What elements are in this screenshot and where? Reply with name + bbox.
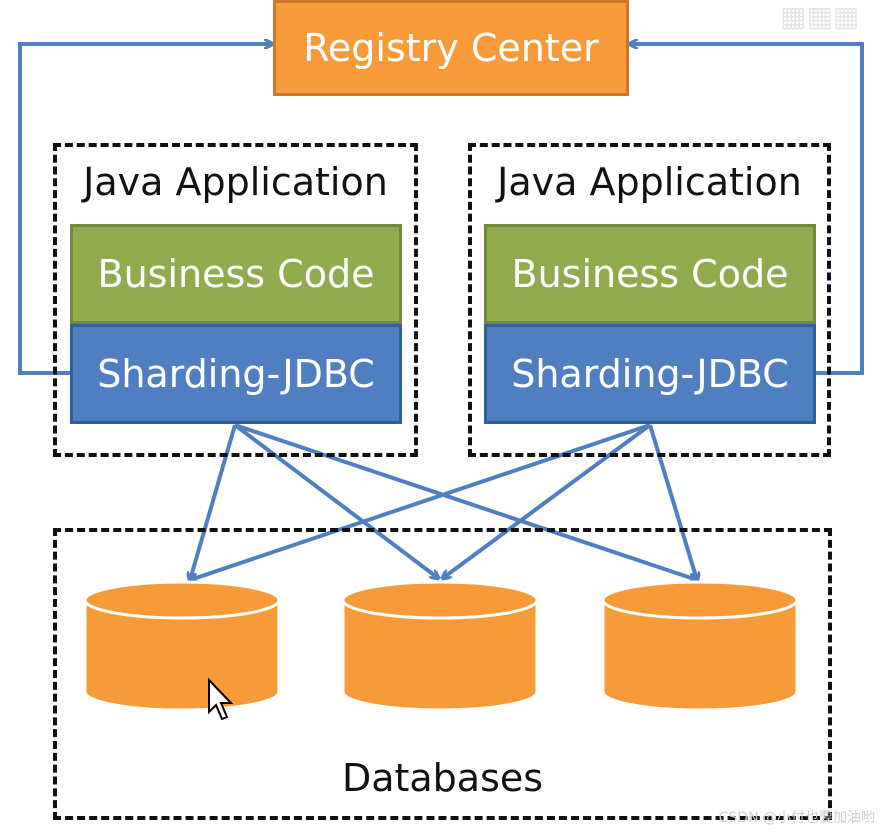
databases-container bbox=[53, 528, 832, 820]
database-cylinder-2 bbox=[341, 580, 539, 712]
business-code-left-box: Business Code bbox=[70, 224, 402, 324]
database-cylinder-1 bbox=[83, 580, 281, 712]
arrow-left-to-db2 bbox=[233, 423, 438, 578]
sharding-jdbc-left-label: Sharding-JDBC bbox=[97, 352, 375, 396]
sharding-jdbc-left-box: Sharding-JDBC bbox=[70, 324, 402, 424]
sharding-jdbc-right-box: Sharding-JDBC bbox=[484, 324, 816, 424]
registry-center-label: Registry Center bbox=[303, 26, 599, 70]
left-registry-link bbox=[18, 44, 272, 375]
watermark-credit: CSDN @小付也要加油哟 bbox=[718, 810, 875, 826]
java-application-left bbox=[53, 143, 418, 457]
business-code-right-label: Business Code bbox=[511, 252, 789, 296]
watermark-logo-icon: ▦▦▦ bbox=[780, 0, 860, 33]
arrow-right-to-db3 bbox=[648, 424, 697, 580]
arrow-right-to-db2 bbox=[443, 423, 652, 578]
java-application-right-title: Java Application bbox=[497, 160, 802, 204]
databases-label: Databases bbox=[341, 756, 544, 800]
business-code-left-label: Business Code bbox=[97, 252, 375, 296]
sharding-jdbc-right-label: Sharding-JDBC bbox=[511, 352, 789, 396]
arrow-right-to-db1 bbox=[190, 423, 651, 580]
registry-center-box: Registry Center bbox=[273, 0, 629, 96]
right-registry-link bbox=[630, 44, 864, 375]
mouse-cursor-icon bbox=[208, 677, 234, 721]
business-code-right-box: Business Code bbox=[484, 224, 816, 324]
java-application-left-title: Java Application bbox=[83, 160, 388, 204]
database-cylinder-3 bbox=[601, 580, 799, 712]
arrow-left-to-db3 bbox=[234, 423, 697, 580]
arrow-left-to-db1 bbox=[190, 424, 237, 580]
java-application-right bbox=[468, 143, 831, 457]
